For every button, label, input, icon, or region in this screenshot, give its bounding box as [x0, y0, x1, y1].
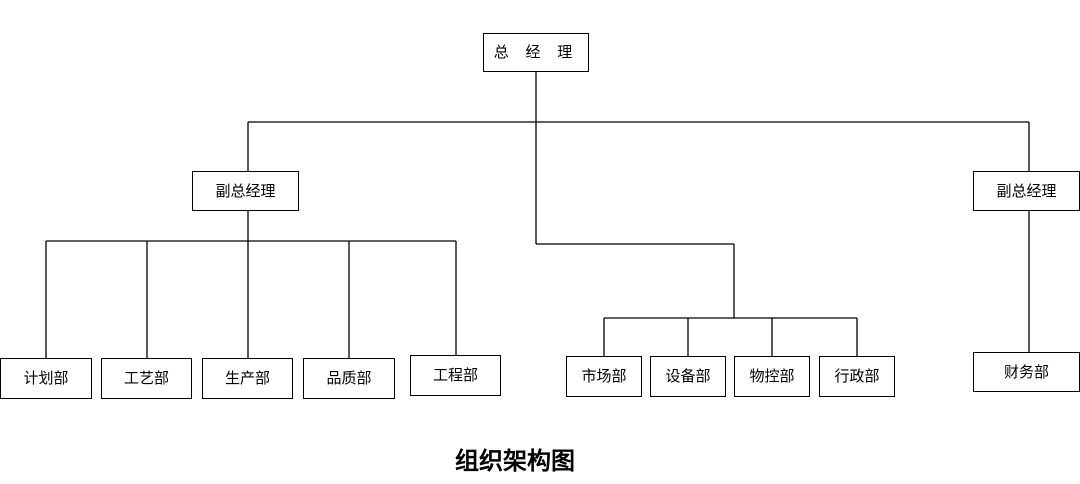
node-finance-dept: 财务部	[973, 352, 1080, 392]
node-process-dept: 工艺部	[101, 358, 192, 399]
node-label: 生产部	[224, 369, 270, 387]
node-label: 计划部	[23, 369, 69, 387]
node-label: 工艺部	[123, 369, 169, 387]
node-deputy-general-manager-left: 副总经理	[192, 171, 299, 211]
node-deputy-general-manager-right: 副总经理	[973, 171, 1080, 211]
node-label: 设备部	[665, 367, 711, 385]
node-quality-dept: 品质部	[303, 358, 395, 399]
node-label: 物控部	[749, 367, 795, 385]
node-label: 行政部	[834, 367, 880, 385]
node-label: 副总经理	[996, 181, 1057, 200]
diagram-title: 组织架构图	[455, 447, 575, 475]
node-label: 工程部	[432, 366, 478, 384]
node-label: 总 经 理	[493, 43, 579, 61]
node-label: 财务部	[1003, 362, 1049, 381]
node-planning-dept: 计划部	[0, 358, 92, 399]
node-material-control-dept: 物控部	[734, 356, 810, 397]
node-administration-dept: 行政部	[819, 356, 895, 397]
node-marketing-dept: 市场部	[566, 356, 642, 397]
node-general-manager: 总 经 理	[483, 33, 589, 72]
node-label: 副总经理	[215, 181, 276, 200]
node-label: 市场部	[581, 367, 627, 385]
node-production-dept: 生产部	[202, 358, 293, 399]
node-label: 品质部	[326, 369, 372, 387]
node-equipment-dept: 设备部	[650, 356, 726, 397]
node-engineering-dept: 工程部	[410, 355, 501, 396]
